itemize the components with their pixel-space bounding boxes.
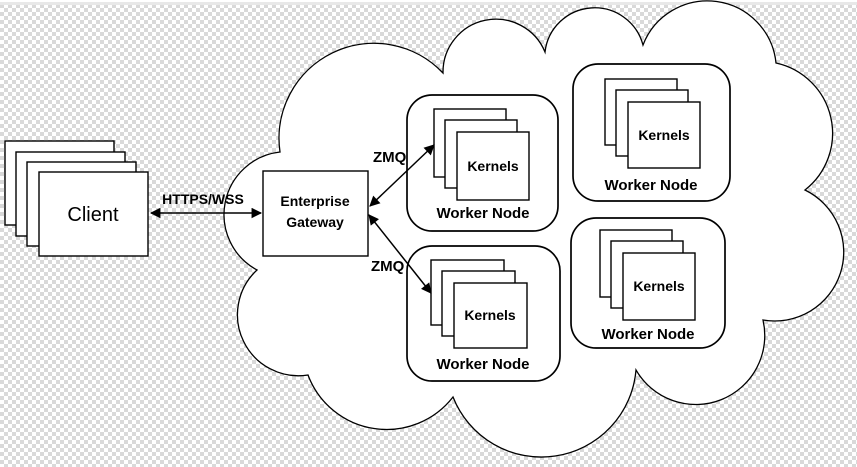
worker-node-label: Worker Node (601, 326, 694, 343)
kernels-label: Kernels (464, 307, 516, 323)
worker-node-label: Worker Node (604, 177, 697, 194)
kernels-label: Kernels (638, 127, 690, 143)
gateway-label-line1: Enterprise (280, 193, 349, 209)
gateway-label-line2: Gateway (286, 214, 344, 230)
kernels-box (627, 101, 701, 169)
zmq-label-bottom: ZMQ (371, 258, 405, 275)
enterprise-gateway-box (262, 170, 369, 257)
worker-node-label: Worker Node (436, 356, 529, 373)
canvas-top-white-edge (0, 0, 857, 2)
kernels-box (456, 131, 530, 201)
https-wss-label: HTTPS/WSS (162, 191, 244, 207)
zmq-label-top: ZMQ (373, 149, 407, 166)
kernels-box (622, 252, 696, 321)
worker-node-top-right: Kernels Worker Node (572, 63, 731, 202)
worker-node-top-middle: Kernels Worker Node (406, 94, 559, 232)
zmq-arrow-bottom (368, 214, 432, 294)
client-stack: Client (4, 140, 149, 257)
kernels-label: Kernels (467, 158, 519, 174)
worker-node-label: Worker Node (436, 205, 529, 222)
canvas-top-strip (0, 2, 857, 5)
worker-node-bottom-middle: Kernels Worker Node (406, 245, 561, 382)
zmq-arrow-top (369, 144, 435, 207)
enterprise-gateway: Enterprise Gateway (262, 170, 369, 257)
kernels-box (453, 282, 528, 349)
client-box (38, 171, 149, 257)
worker-node-bottom-right: Kernels Worker Node (570, 217, 726, 349)
client-label: Client (67, 204, 119, 226)
kernels-label: Kernels (633, 278, 685, 294)
